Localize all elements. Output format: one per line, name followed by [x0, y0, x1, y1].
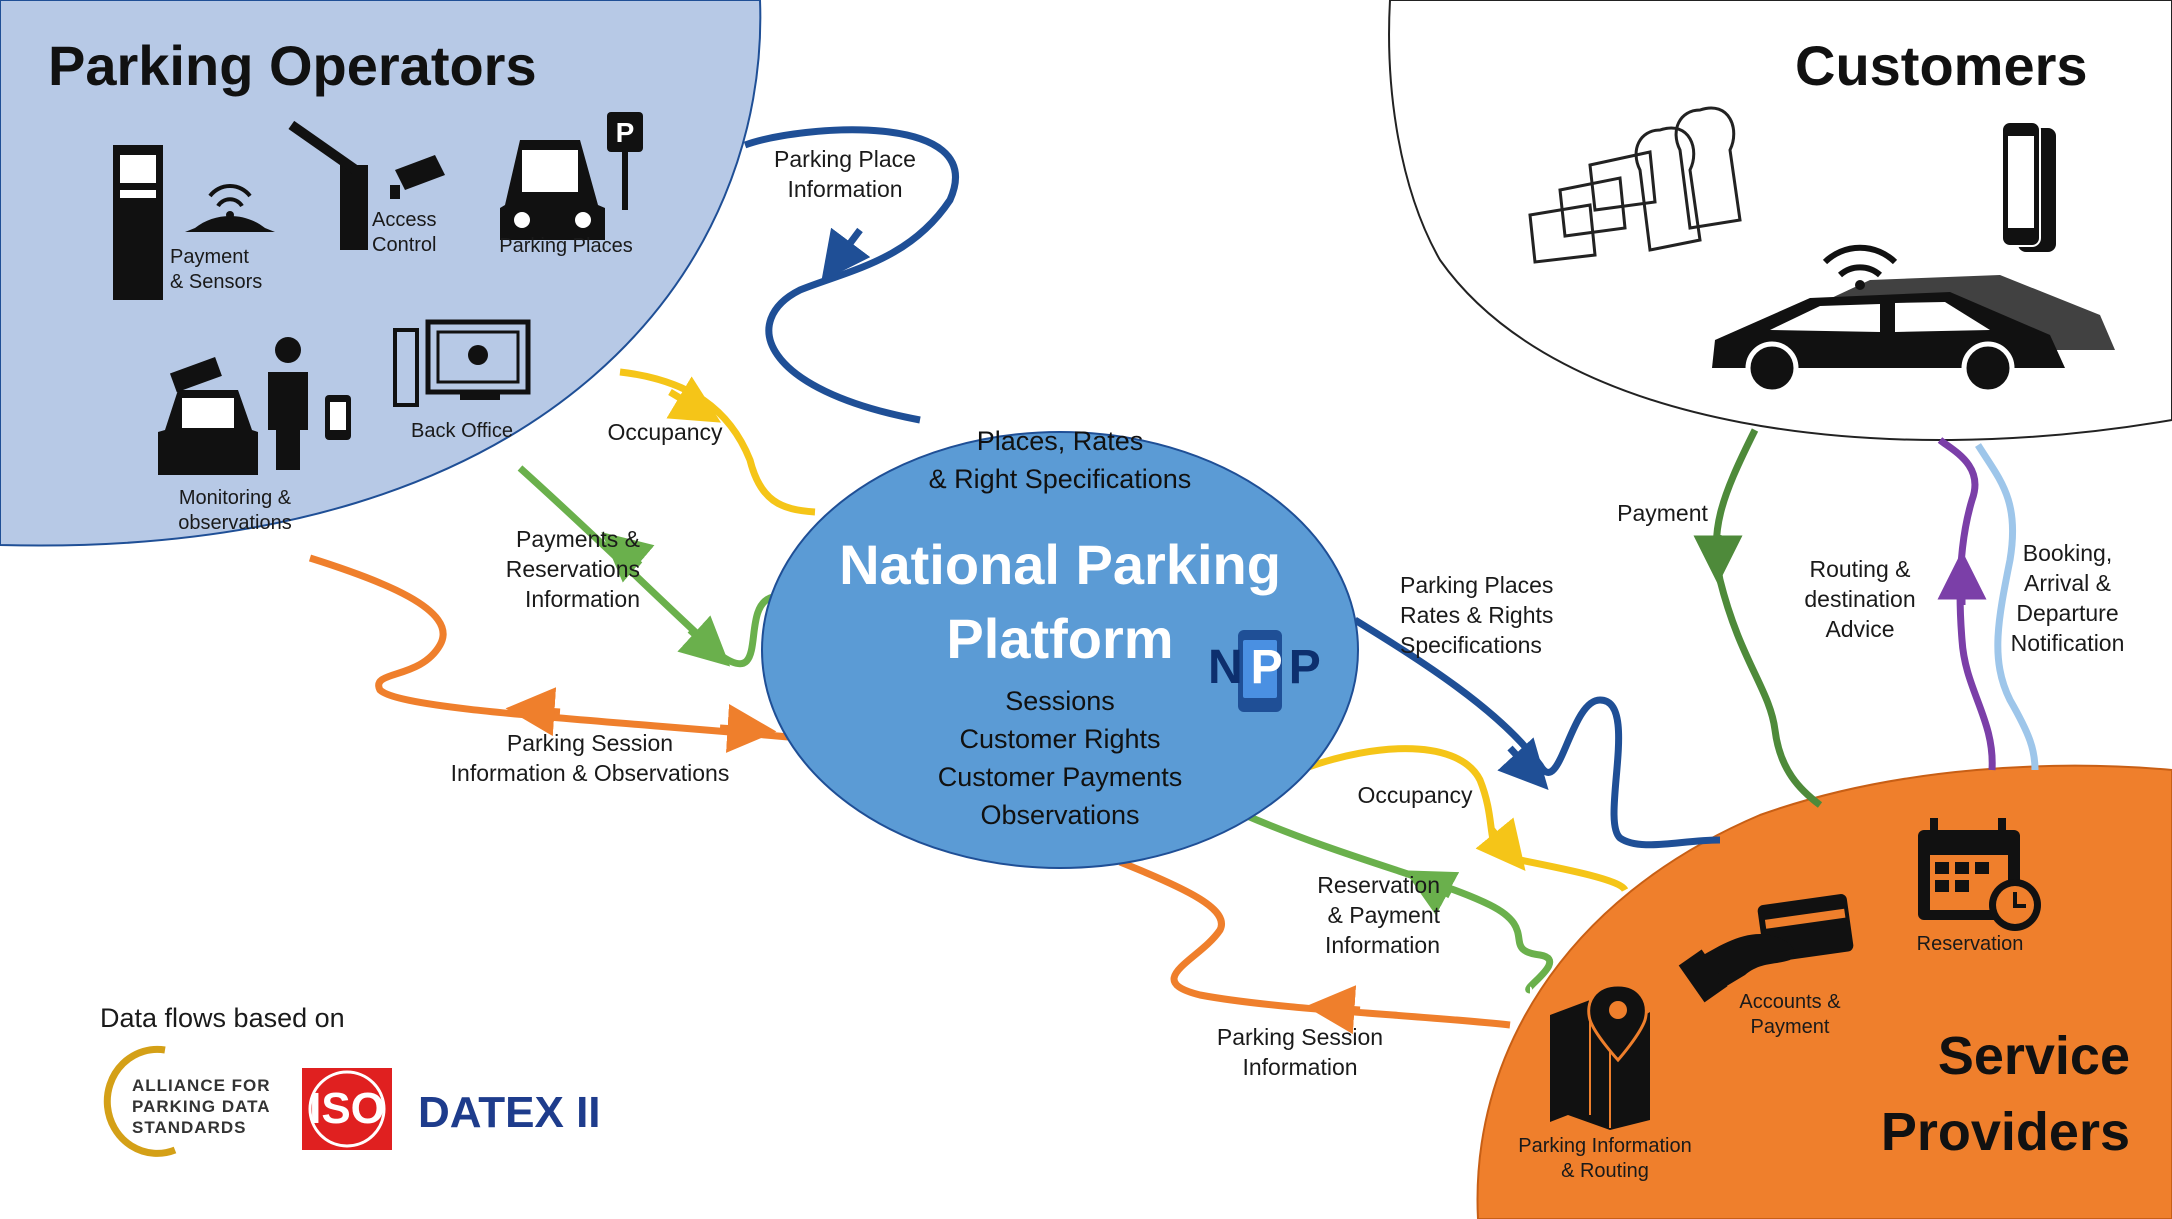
datex-logo-text: DATEX II	[418, 1088, 601, 1137]
label-accounts-payment: Accounts & Payment	[1739, 991, 1841, 1038]
label-parking-places-rates: Parking Places Rates & Rights Specificat…	[1400, 572, 1554, 658]
npp-logo-p1: P	[1250, 641, 1283, 694]
flow-payments-arrow-1	[601, 532, 655, 583]
parking-operators-title: Parking Operators	[48, 34, 537, 97]
flow-occupancy-right-arrow	[1475, 817, 1526, 871]
label-reservation: Reservation	[1916, 933, 2024, 955]
label-parking-session-right: Parking Session Information	[1216, 1024, 1384, 1080]
label-parking-place-information: Parking Place Information	[774, 146, 916, 202]
label-occupancy-left: Occupancy	[607, 419, 723, 445]
computer-gear-icon	[393, 319, 531, 407]
map-pin-icon	[1550, 983, 1650, 1130]
label-back-office: Back Office	[411, 420, 513, 442]
barrier-camera-icon	[288, 120, 445, 250]
iso-logo	[302, 1068, 392, 1150]
label-occupancy-right: Occupancy	[1357, 782, 1473, 808]
label-parking-info-routing: Parking Information & Routing	[1518, 1135, 1692, 1182]
flow-occupancy-right	[1298, 745, 1629, 893]
payment-terminal-sensor-icon	[113, 145, 275, 300]
customers-title: Customers	[1795, 34, 2088, 97]
npp-logo-p2: P	[1288, 641, 1321, 694]
flow-reservation-payment	[1243, 811, 1554, 994]
flow-parking-place-information	[743, 126, 959, 424]
flow-booking-notification	[1975, 443, 2039, 771]
flow-routing-advice	[1937, 437, 1996, 771]
platform-title: National Parking Platform	[839, 533, 1281, 670]
flow-parking-session-right-arrow	[1305, 985, 1361, 1035]
flow-parking-place-arrow	[821, 227, 871, 282]
flow-parking-session-arrow-1	[505, 687, 561, 737]
label-payment: Payment	[1617, 500, 1708, 526]
national-parking-platform	[761, 431, 1359, 869]
flow-parking-places-rates	[1353, 617, 1721, 849]
label-routing-advice: Routing & destination Advice	[1804, 556, 1916, 642]
platform-header: Places, Rates & Right Specifications	[928, 426, 1192, 494]
footer-caption: Data flows based on	[100, 1003, 345, 1033]
calendar-clock-icon	[1918, 818, 2041, 931]
label-access-control: Access Control	[372, 209, 437, 256]
connected-cars-icon	[1712, 244, 2115, 395]
label-payments-reservations: Payments & Reservations Information	[505, 526, 640, 612]
flow-parking-session-arrow-2	[719, 704, 777, 753]
label-parking-session-left: Parking Session Information & Observatio…	[450, 730, 730, 786]
label-booking-notification: Booking, Arrival & Departure Notificatio…	[2010, 540, 2125, 656]
hand-card-icon	[1678, 894, 1854, 1003]
flow-payments-arrow-2	[677, 615, 731, 667]
flow-occupancy-left-arrow	[666, 376, 722, 423]
label-monitoring: Monitoring & observations	[178, 487, 292, 534]
label-payment-sensors: Payment & Sensors	[170, 246, 263, 293]
apds-logo	[103, 1045, 177, 1157]
computer-users-icon	[1528, 106, 1742, 264]
iso-logo-text: ISO	[309, 1084, 385, 1133]
flow-parking-session-right	[1118, 858, 1511, 1029]
flow-reservation-payment-arrow	[1404, 870, 1460, 916]
service-providers-title: Service Providers	[1880, 1026, 2130, 1162]
smartphones-icon	[2001, 121, 2056, 252]
svg-text:P: P	[616, 117, 635, 148]
apds-logo-text: ALLIANCE FOR PARKING DATA STANDARDS	[132, 1076, 271, 1137]
platform-body: Sessions Customer Rights Customer Paymen…	[937, 686, 1183, 830]
police-camera-car-icon	[158, 337, 351, 475]
label-parking-places: Parking Places	[499, 235, 633, 257]
npp-logo-n: N	[1208, 641, 1243, 694]
flow-payment	[1712, 428, 1823, 808]
car-parking-sign-icon: P	[500, 112, 643, 240]
flow-parking-places-arrow	[1497, 737, 1549, 791]
label-reservation-payment: Reservation & Payment Information	[1317, 872, 1440, 958]
flow-parking-session-left	[308, 554, 801, 742]
